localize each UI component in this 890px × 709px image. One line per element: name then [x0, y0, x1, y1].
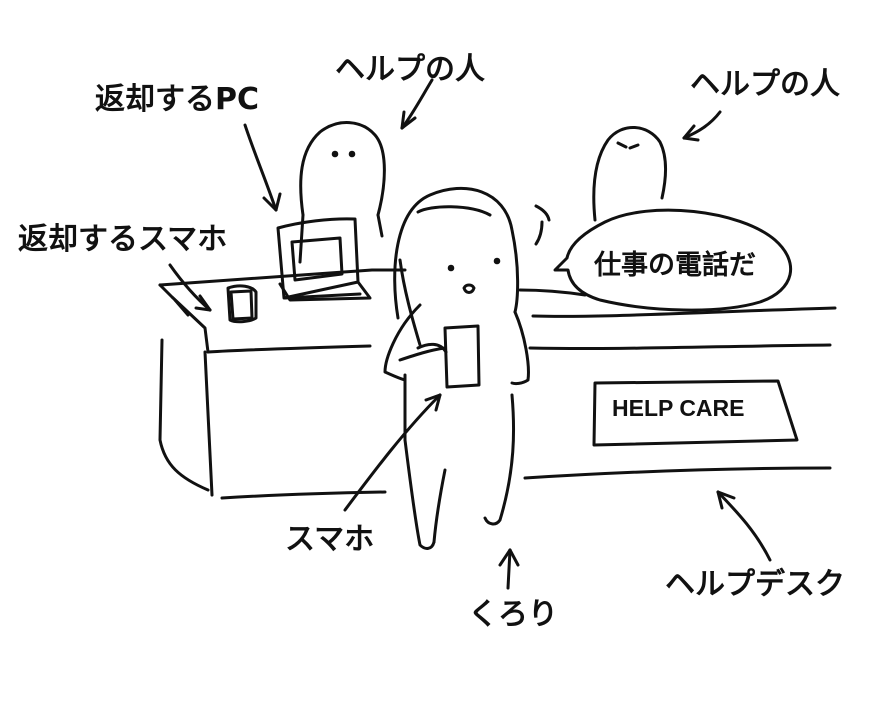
label-help-person-left: ヘルプの人	[335, 52, 485, 87]
label-return-phone: 返却するスマホ	[18, 222, 228, 257]
arrow-kurori	[498, 548, 520, 590]
label-help-person-right: ヘルプの人	[690, 67, 840, 102]
laptop	[276, 217, 372, 302]
label-helpdesk: ヘルプデスク	[665, 567, 845, 602]
arrow-smartphone	[343, 393, 442, 512]
counter-smartphone	[229, 289, 254, 321]
label-kurori: くろり	[468, 597, 558, 632]
counter-smartphone-outline	[226, 284, 258, 324]
help-care-sign-text: HELP CARE	[612, 395, 745, 421]
kurori-character	[383, 186, 551, 550]
arrow-helpdesk	[716, 490, 772, 562]
help-person-right	[592, 126, 667, 222]
label-return-pc: 返却するPC	[95, 82, 260, 117]
help-care-sign-frame	[592, 379, 799, 447]
arrow-help-person-left	[400, 78, 434, 130]
arrow-return-pc	[243, 123, 282, 212]
counter-left-block	[158, 283, 387, 500]
arrow-return-phone	[168, 263, 212, 312]
arrow-help-person-right	[682, 110, 722, 142]
counter-top-back-edge-right	[518, 288, 587, 297]
speech-bubble-outline	[553, 208, 793, 312]
label-smartphone: スマホ	[285, 522, 375, 557]
counter-front-top-edge	[528, 343, 832, 351]
counter-top-mid-edge	[531, 306, 837, 318]
counter-front-bottom-edge	[523, 466, 832, 480]
speech-bubble-text: 仕事の電話だ	[594, 250, 756, 281]
